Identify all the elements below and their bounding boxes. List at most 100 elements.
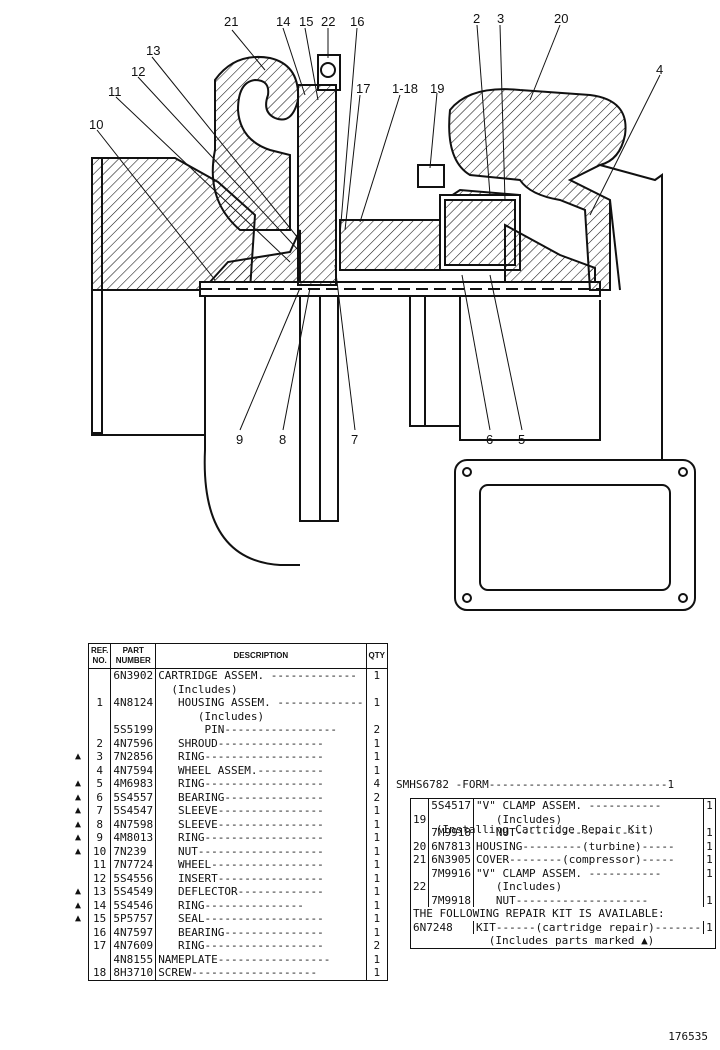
part-number-cell [110, 682, 157, 696]
kit-marker-icon: ▲ [75, 845, 82, 857]
table-row: 6▲5S4557 BEARING---------------2 [75, 790, 388, 804]
kit-marker-icon: ▲ [75, 832, 82, 843]
description-cell: (Includes) [155, 682, 367, 696]
ref-no-cell [87, 952, 112, 966]
ref-no-cell: 15▲ [75, 912, 112, 926]
part-number-cell [110, 709, 157, 723]
part-number-cell: 6N3902 [110, 668, 157, 683]
table-row: 3▲7N2856 RING------------------1 [75, 750, 388, 764]
kit-marker-icon: ▲ [75, 751, 82, 762]
qty-cell: 1 [706, 853, 713, 866]
table-row: (Includes) [87, 709, 388, 723]
kit-part-number: 6N7248 [410, 920, 474, 934]
qty-cell: 1 [366, 925, 388, 939]
table-row: 5▲4M6983 RING------------------4 [75, 777, 388, 791]
qty-cell: 1 [366, 696, 388, 710]
ref-no-cell: 9▲ [75, 831, 112, 845]
ref-no-cell: 18 [87, 966, 112, 981]
ref-no-cell [410, 798, 430, 813]
description-cell: (Includes) [473, 880, 705, 894]
part-number-cell: 5S4517 [428, 798, 474, 813]
part-number-cell: 5S4556 [110, 871, 157, 885]
callout-15: 15 [299, 14, 313, 29]
description-cell: RING------------------ [155, 831, 367, 845]
kit-row: 6N7248 KIT------(cartridge repair)------… [410, 920, 716, 934]
part-number-cell: 5S5199 [110, 723, 157, 737]
qty-cell: 2 [366, 723, 388, 737]
table-row: 15▲5P5757 SEAL------------------1 [75, 912, 388, 926]
part-number-cell: 5S4546 [110, 898, 157, 912]
ref-no-cell: 6▲ [75, 790, 112, 804]
part-number-cell: 7N7724 [110, 858, 157, 872]
description-cell: NUT------------------- [155, 844, 367, 858]
table-row: 14▲5S4546 RING---------------1 [75, 898, 388, 912]
callout-11: 11 [108, 84, 122, 99]
description-cell: CARTRIDGE ASSEM. ------------- [155, 668, 367, 683]
description-cell: SCREW------------------- [155, 966, 367, 981]
kit-marker-icon: ▲ [75, 899, 82, 911]
table-row: 7▲5S4547 SLEEVE----------------1 [75, 804, 388, 818]
table-row: 7M9916"V" CLAMP ASSEM. -----------1 [410, 866, 716, 880]
description-cell: SLEEVE---------------- [155, 817, 367, 831]
part-number-cell: 4N7598 [110, 817, 157, 831]
callout-6: 6 [486, 432, 493, 447]
callout-13: 13 [146, 43, 160, 58]
ref-no-cell: 13▲ [75, 885, 112, 899]
table-row: 22 (Includes) [410, 880, 716, 894]
table-row: 13▲5S4549 DEFLECTOR-------------1 [75, 885, 388, 899]
part-number-cell: 5S4549 [110, 885, 157, 899]
qty-cell: 1 [706, 866, 713, 880]
turbocharger-cutaway-drawing: 21 14 15 22 16 2 3 20 13 12 17 1-18 19 4… [89, 11, 696, 611]
qty-cell: 1 [366, 736, 388, 750]
header-ref-no: REF. NO. [87, 643, 112, 669]
callout-22: 22 [321, 14, 335, 29]
description-cell: SLEEVE---------------- [155, 804, 367, 818]
qty-cell: 1 [366, 952, 388, 966]
qty-cell: 1 [366, 898, 388, 912]
part-number-cell: 7M9916 [428, 866, 474, 880]
callout-9: 9 [236, 432, 243, 447]
table-row: 10▲7N239 NUT-------------------1 [75, 844, 388, 858]
ref-no-cell: 10▲ [75, 844, 112, 858]
part-number-cell: 5S4557 [110, 790, 157, 804]
ref-no-cell: 8▲ [75, 817, 112, 831]
kit-marker-icon: ▲ [75, 791, 82, 803]
part-number-cell: 4M8013 [110, 831, 157, 845]
kit-marker-icon: ▲ [75, 818, 82, 830]
kit-includes-note: (Includes parts marked ▲) [475, 934, 655, 947]
qty-cell: 1 [706, 893, 713, 907]
description-cell: DEFLECTOR------------- [155, 885, 367, 899]
description-cell: PIN----------------- [155, 723, 367, 737]
ref-no-cell [410, 866, 430, 880]
qty-cell: 1 [366, 885, 388, 899]
kit-marker-icon: ▲ [75, 805, 82, 816]
callout-10: 10 [89, 117, 103, 132]
qty-cell: 1 [366, 750, 388, 764]
ref-no-cell [87, 682, 112, 696]
qty-cell [366, 709, 388, 723]
callout-19: 19 [430, 81, 444, 96]
ref-no-cell: 2 [87, 736, 112, 750]
description-cell: INSERT---------------- [155, 871, 367, 885]
callout-16: 16 [350, 14, 364, 29]
qty-cell: 1 [706, 799, 713, 812]
qty-cell [366, 682, 388, 696]
description-cell: WHEEL----------------- [155, 858, 367, 872]
description-cell: COVER--------(compressor)----- [473, 853, 705, 867]
qty-cell [704, 880, 716, 894]
part-number-cell: 4N8124 [110, 696, 157, 710]
ref-no-cell [87, 723, 112, 737]
parts-list-table: REF. NO. PART NUMBER DESCRIPTION QTY 6N3… [75, 643, 388, 981]
ref-no-cell: 7▲ [75, 804, 112, 818]
qty-cell: 1 [366, 858, 388, 872]
ref-no-cell: 14▲ [75, 898, 112, 912]
callout-3: 3 [497, 11, 504, 26]
callout-14: 14 [276, 14, 290, 29]
